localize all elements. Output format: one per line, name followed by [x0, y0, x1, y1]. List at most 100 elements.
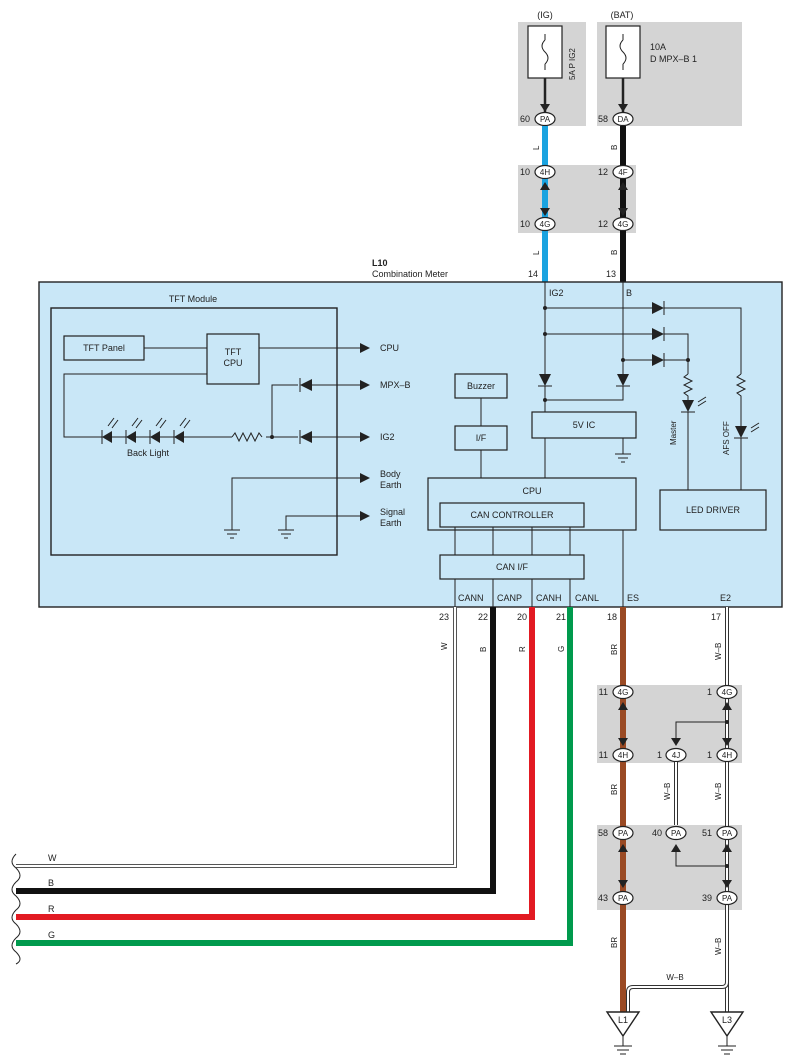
pin-number: 10 [520, 219, 530, 229]
ground-point-label: L3 [722, 1015, 732, 1025]
arrow-icon [360, 511, 370, 521]
tft-module [50, 307, 338, 556]
pin-number: 58 [598, 828, 608, 838]
arrow-icon [360, 343, 370, 353]
master-led-icon [682, 400, 694, 412]
connector-pa-60 [534, 111, 556, 127]
led-driver [659, 489, 767, 531]
connector-pa-43 [612, 890, 634, 906]
wire-W [16, 607, 457, 868]
pin-number: 51 [702, 828, 712, 838]
tft-cpu-label-2: CPU [223, 358, 242, 368]
connector-label: DA [617, 115, 629, 124]
connector-4h-11 [612, 747, 634, 763]
wire-WB-crossover [626, 978, 729, 1012]
can-if [439, 554, 585, 580]
resistor-icon [682, 373, 694, 402]
cpu-label: CPU [522, 486, 541, 496]
wire-label: B [610, 250, 619, 255]
buzzer-label: Buzzer [467, 381, 495, 391]
ground-icon [718, 1045, 736, 1055]
connector-da-58 [612, 111, 634, 127]
pin-number: 1 [657, 750, 662, 760]
ig-fuse-element-icon [541, 39, 549, 65]
ground-icon [224, 529, 240, 539]
tft-panel-label: TFT Panel [83, 343, 125, 353]
wire-label: W–B [663, 783, 672, 800]
connector-4g-1 [716, 684, 738, 700]
pin-number: 17 [711, 612, 721, 622]
wire-label: R [518, 646, 527, 652]
can-controller-label: CAN CONTROLLER [470, 510, 554, 520]
if-block [454, 425, 508, 451]
led-driver-label: LED DRIVER [686, 505, 741, 515]
wire-label: G [557, 646, 566, 652]
wire-label: R [48, 904, 55, 914]
connector-pa-39 [716, 890, 738, 906]
wire-label: BR [610, 937, 619, 948]
connector-4g-12 [612, 216, 634, 232]
connector-label: PA [618, 829, 629, 838]
connector-label: 4F [618, 168, 627, 177]
canl-label: CANL [575, 593, 599, 603]
can-controller [439, 502, 585, 528]
canp-label: CANP [497, 593, 522, 603]
connector-label: 4H [722, 751, 732, 760]
pin-number: 20 [517, 612, 527, 622]
pin-number: 1 [707, 687, 712, 697]
diode-icon [539, 374, 551, 386]
if-label: I/F [476, 433, 487, 443]
ground-icon [615, 453, 631, 463]
wire-label: W [48, 853, 57, 863]
connector-4f-12 [612, 164, 634, 180]
back-light-label: Back Light [127, 448, 170, 458]
connector-pa-40 [665, 825, 687, 841]
b-terminal-label: B [626, 288, 632, 298]
signal-earth-label-1: Signal [380, 507, 405, 517]
arrow-icon [360, 432, 370, 442]
pin-number: 18 [607, 612, 617, 622]
canh-label: CANH [536, 593, 562, 603]
body-earth-label-1: Body [380, 469, 401, 479]
pin-number: 1 [707, 750, 712, 760]
ground-icon [614, 1045, 632, 1055]
pin-number: 11 [599, 687, 608, 697]
wire-label: W [440, 642, 449, 650]
wire-label: B [48, 878, 54, 888]
pin-number: 40 [652, 828, 662, 838]
body-earth-label-2: Earth [380, 480, 402, 490]
wire-label: W–B [666, 973, 683, 982]
tft-cpu [206, 333, 260, 385]
arrow-icon [360, 473, 370, 483]
wire-B-can [16, 607, 496, 894]
wire-label: G [48, 930, 55, 940]
afs-off-led-icon [735, 426, 747, 438]
bat-fuse-amp: 10A [650, 42, 666, 52]
out-cpu-label: CPU [380, 343, 399, 353]
ig2-terminal-label: IG2 [549, 288, 564, 298]
wire-label: BR [610, 644, 619, 655]
pin-number: 43 [598, 893, 608, 903]
pin-number: 22 [478, 612, 488, 622]
pin-number: 23 [439, 612, 449, 622]
pin-number: 21 [556, 612, 566, 622]
connector-label: PA [722, 829, 733, 838]
bat-header: (BAT) [611, 10, 634, 20]
pin-number: 14 [528, 269, 538, 279]
connector-4g-11 [612, 684, 634, 700]
diode-icon [300, 431, 312, 443]
afs-off-label: AFS OFF [722, 421, 731, 455]
es-label: ES [627, 593, 639, 603]
out-ig2-label: IG2 [380, 432, 395, 442]
wire-label: W–B [714, 643, 723, 660]
connector-label: 4G [540, 220, 551, 229]
e2-label: E2 [720, 593, 731, 603]
connector-4g-10 [534, 216, 556, 232]
signal-earth-label-2: Earth [380, 518, 402, 528]
bat-fuse-element-icon [619, 39, 627, 65]
connector-label: 4H [618, 751, 628, 760]
connector-4j-1 [665, 747, 687, 763]
connector-label: PA [722, 894, 733, 903]
wire-R-can [16, 607, 535, 920]
diode-icon [652, 301, 665, 367]
